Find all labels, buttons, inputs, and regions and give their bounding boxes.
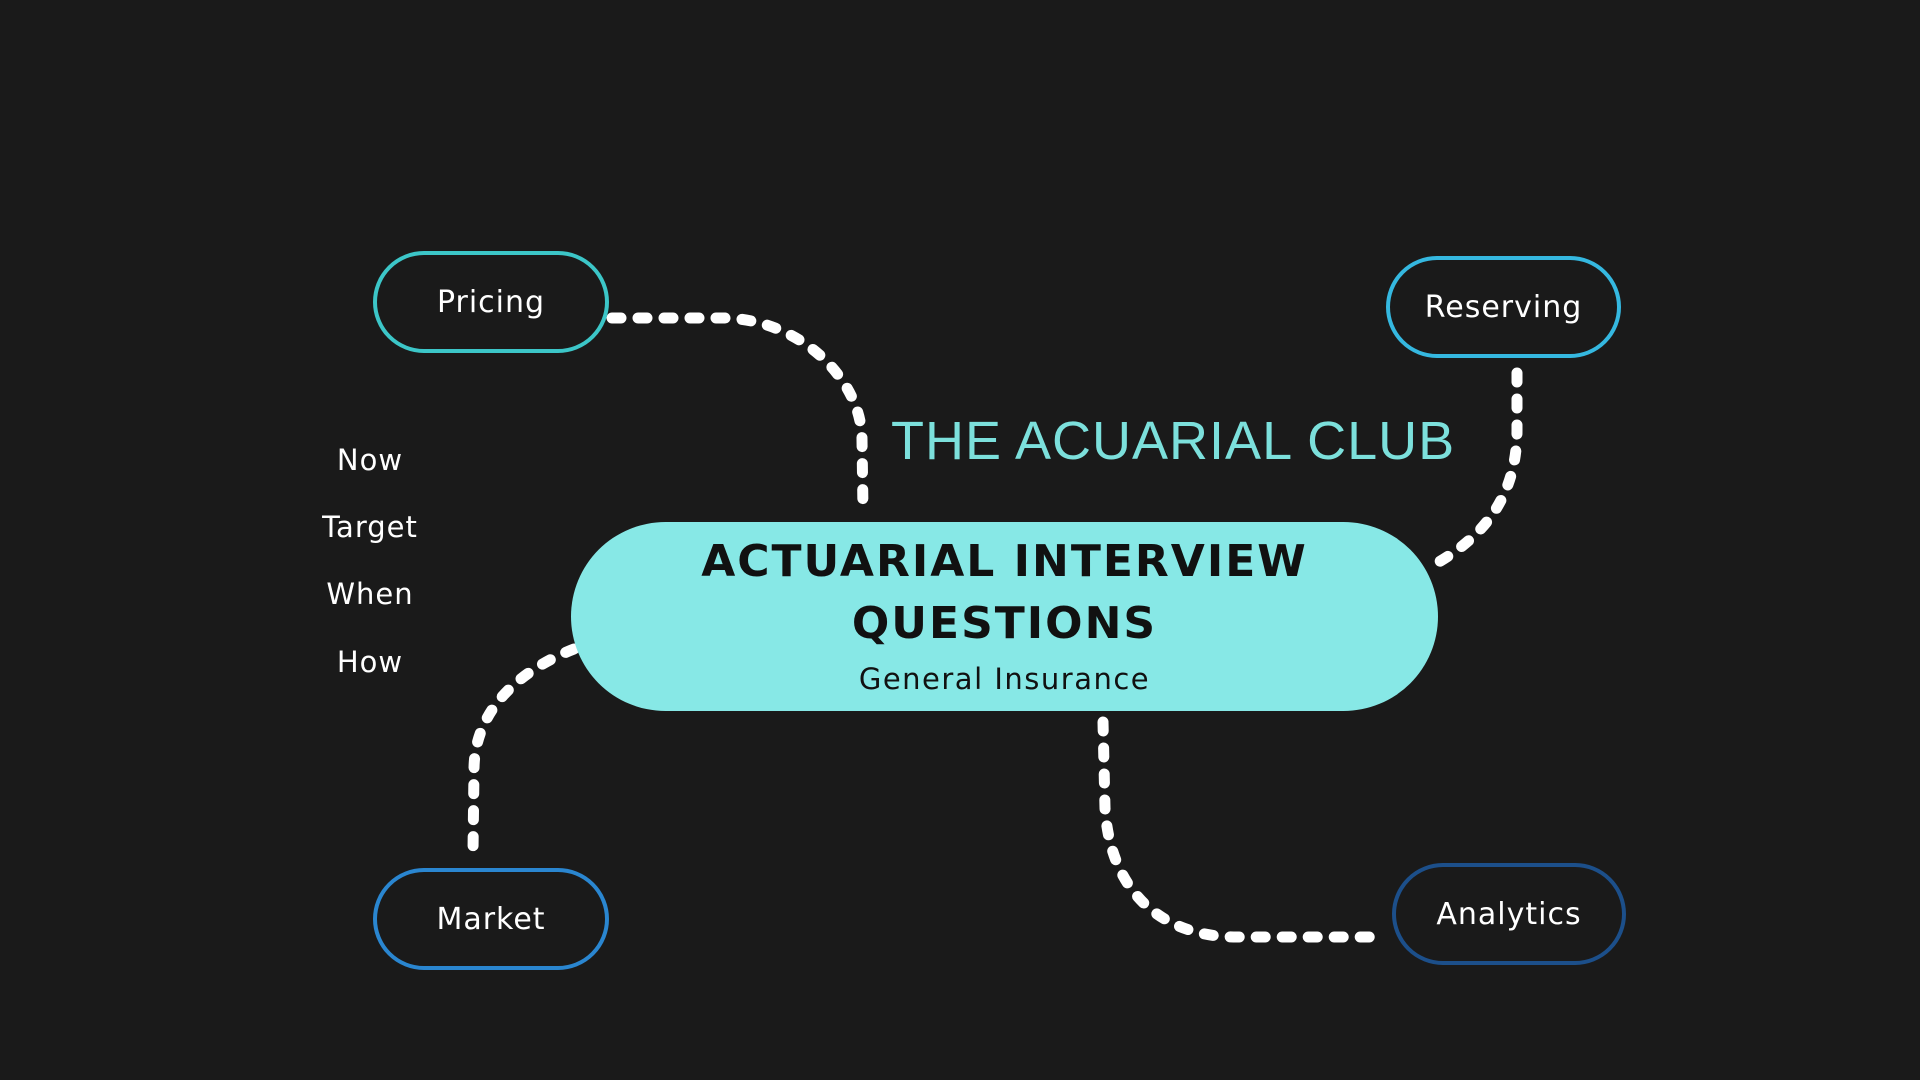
- node-reserving[interactable]: Reserving: [1386, 256, 1621, 358]
- side-list-item: How: [336, 645, 404, 679]
- central-node: ACTUARIAL INTERVIEW QUESTIONS General In…: [571, 522, 1438, 711]
- node-label: Analytics: [1436, 896, 1582, 932]
- node-market[interactable]: Market: [373, 868, 609, 970]
- node-label: Pricing: [436, 284, 546, 320]
- node-label: Market: [436, 901, 546, 937]
- central-title-line2: QUESTIONS: [851, 598, 1158, 649]
- node-analytics[interactable]: Analytics: [1392, 863, 1626, 965]
- side-list-item: Now: [336, 443, 404, 477]
- central-title-line1: ACTUARIAL INTERVIEW: [701, 536, 1308, 587]
- connector-market: [467, 643, 580, 857]
- node-label: Reserving: [1424, 289, 1583, 325]
- brand-title: THE ACUARIAL CLUB: [891, 411, 1456, 471]
- node-pricing[interactable]: Pricing: [373, 251, 609, 353]
- side-list-item: Target: [322, 510, 418, 544]
- connector-reserving: [1424, 367, 1523, 573]
- side-list-item: When: [326, 577, 414, 611]
- connector-pricing: [606, 312, 869, 516]
- connector-analytics: [1097, 716, 1390, 943]
- central-subtitle: General Insurance: [858, 662, 1151, 696]
